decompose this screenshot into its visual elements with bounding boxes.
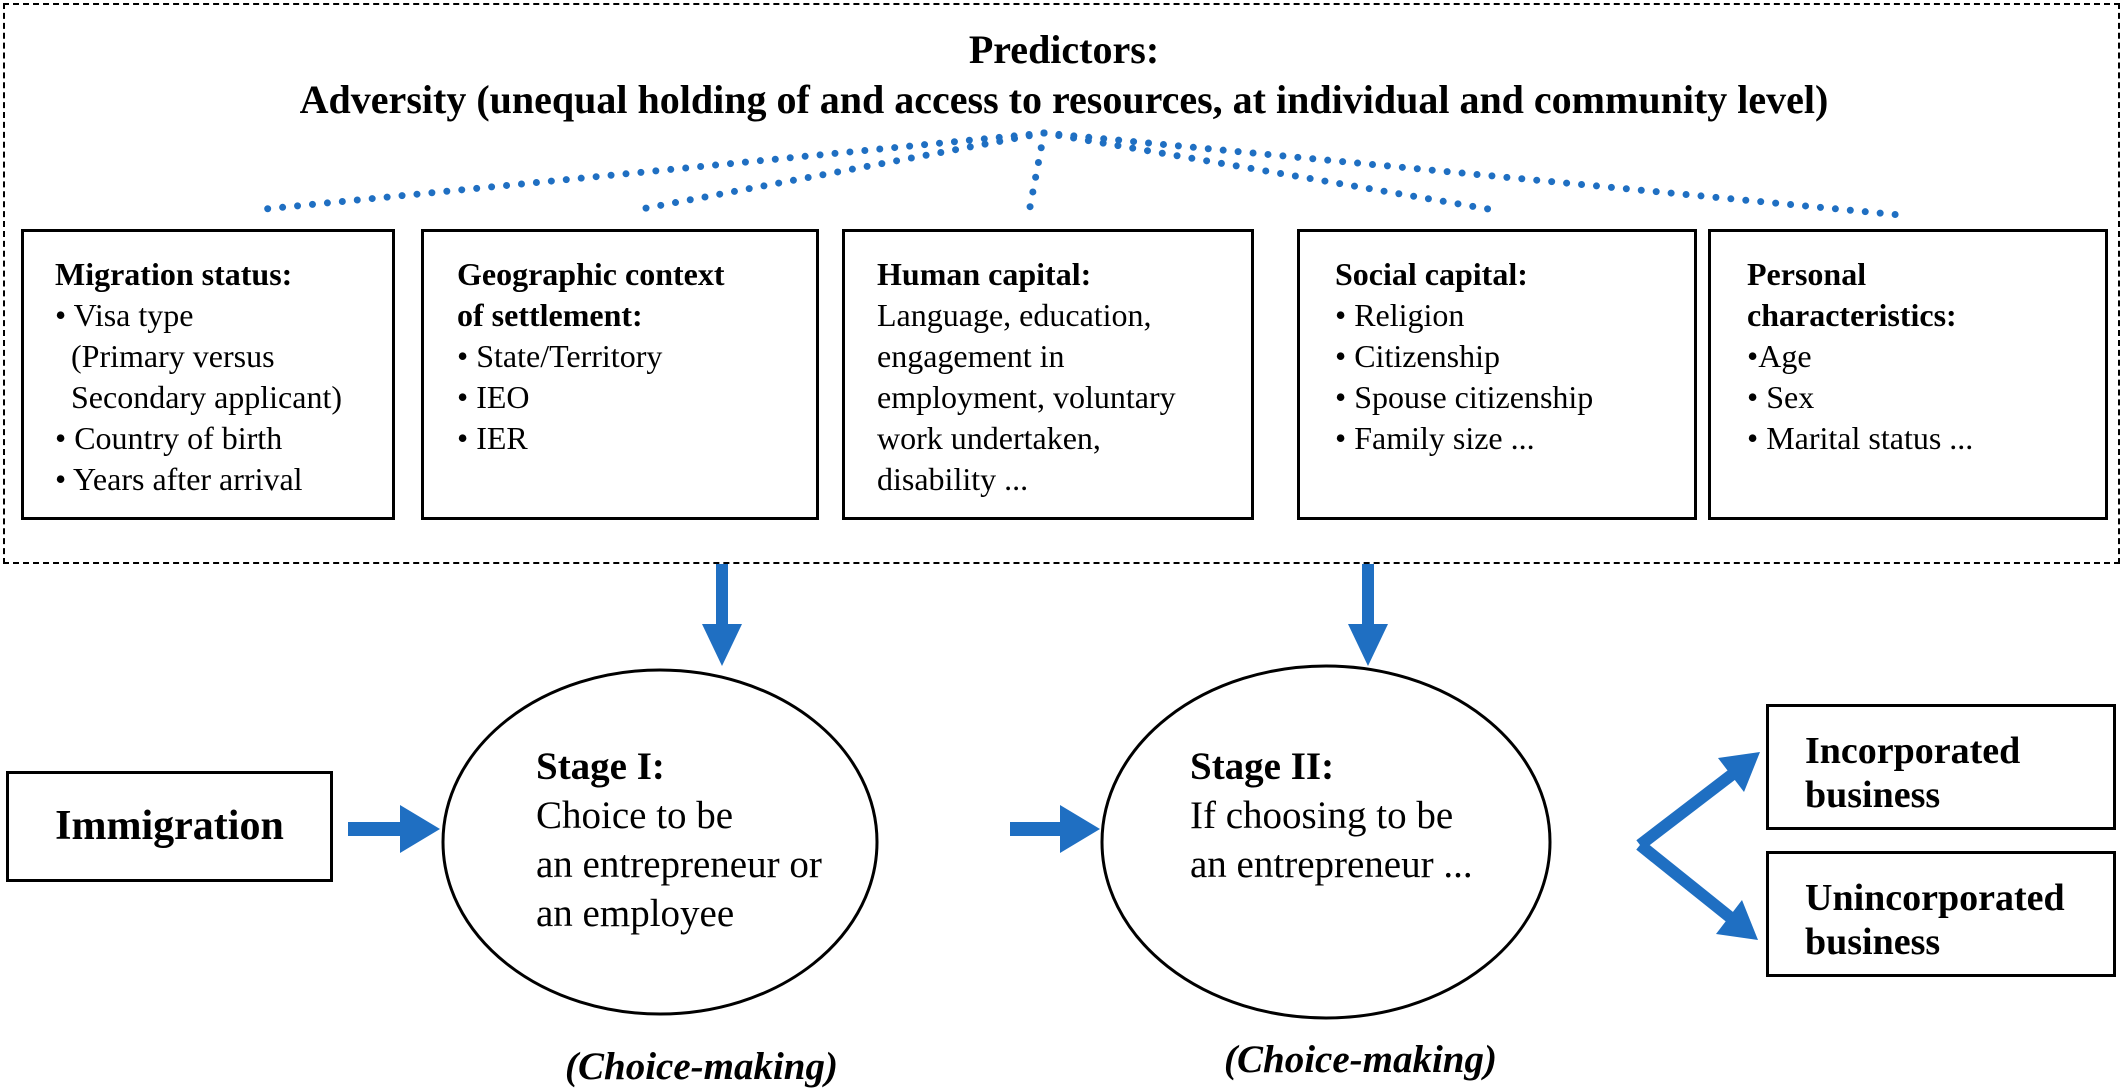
category-item: • Religion (1335, 297, 1465, 333)
category-heading: of settlement: (457, 297, 643, 333)
category-item: • IEO (457, 379, 530, 415)
category-migration-status: Migration status: • Visa type (Primary ve… (21, 229, 395, 520)
category-item: • Years after arrival (55, 461, 303, 497)
dotted-connector (1040, 129, 1498, 214)
category-heading: Migration status: (55, 256, 293, 292)
predictors-title: Predictors: (968, 27, 1160, 72)
category-item: disability ... (877, 461, 1029, 497)
category-heading: Personal (1747, 256, 1867, 292)
branch-up-head (1718, 752, 1760, 792)
dotted-connector (1040, 129, 1904, 219)
stage1-line: an entrepreneur or (536, 843, 822, 886)
predictors-frame (3, 3, 2120, 564)
unincorporated-label: Unincorporated business (1805, 877, 2065, 963)
branch-down-line (1636, 840, 1740, 927)
incorporated-label: Incorporated business (1805, 730, 2021, 816)
branch-up-line (1636, 765, 1742, 850)
dotted-connector (1026, 129, 1048, 211)
category-item: • Marital status ... (1747, 420, 1974, 456)
branch-down-head (1716, 900, 1758, 940)
category-item: • State/Territory (457, 338, 663, 374)
stage2-line: If choosing to be (1190, 794, 1454, 837)
dotted-connector (632, 129, 1048, 214)
category-item: • Sex (1747, 379, 1815, 415)
dotted-connector (251, 129, 1048, 214)
category-geographic-context: Geographic context of settlement: • State/… (421, 229, 819, 520)
stage1-text: Stage I: Choice to be an entrepreneur or… (536, 742, 822, 938)
stage2-text: Stage II: If choosing to be an entrepren… (1190, 742, 1473, 889)
category-item: • Citizenship (1335, 338, 1500, 374)
stage2-down-arrow-shaft (1362, 564, 1374, 626)
category-heading: Social capital: (1335, 256, 1528, 292)
stage1-caption: (Choice-making) (565, 1045, 838, 1088)
category-heading: Human capital: (877, 256, 1092, 292)
predictors-subtitle: Adversity (unequal holding of and access… (299, 77, 1829, 122)
category-personal-characteristics: Personal characteristics: •Age • Sex • Marit… (1708, 229, 2108, 520)
stage1-ellipse (441, 668, 879, 1016)
stage2-down-arrow-head (1348, 624, 1388, 666)
category-heading: Geographic context (457, 256, 725, 292)
category-human-capital: Human capital: Language, education, engage… (842, 229, 1254, 520)
category-item: Secondary applicant) (55, 379, 342, 415)
stage1-line: an employee (536, 892, 735, 935)
category-heading: characteristics: (1747, 297, 1957, 333)
category-social-capital: Social capital: • Religion • Citizenship • … (1297, 229, 1697, 520)
category-item: • Spouse citizenship (1335, 379, 1594, 415)
stage1-down-arrow-head (702, 624, 742, 666)
stage2-caption: (Choice-making) (1224, 1038, 1497, 1081)
stage1-title: Stage I: (536, 745, 665, 788)
category-item: Language, education, (877, 297, 1152, 333)
stage1-line: Choice to be (536, 794, 734, 837)
category-item: • Country of birth (55, 420, 283, 456)
stage1-down-arrow-shaft (716, 564, 728, 626)
category-item: (Primary versus (55, 338, 275, 374)
category-item: engagement in (877, 338, 1065, 374)
immigration-arrow-head (400, 805, 440, 853)
stage1-to-stage2-arrow-head (1060, 805, 1100, 853)
category-item: • Visa type (55, 297, 194, 333)
incorporated-business-node: Incorporated business (1766, 704, 2116, 830)
category-item: • Family size ... (1335, 420, 1535, 456)
category-item: employment, voluntary (877, 379, 1176, 415)
stage2-ellipse (1100, 664, 1552, 1020)
stage2-line: an entrepreneur ... (1190, 843, 1473, 886)
unincorporated-business-node: Unincorporated business (1766, 851, 2116, 977)
category-item: • IER (457, 420, 528, 456)
stage1-to-stage2-arrow-shaft (1010, 822, 1062, 836)
category-item: •Age (1747, 338, 1812, 374)
immigration-arrow-shaft (348, 822, 402, 836)
category-item: work undertaken, (877, 420, 1101, 456)
stage2-title: Stage II: (1190, 745, 1335, 788)
immigration-node: Immigration (6, 771, 333, 882)
